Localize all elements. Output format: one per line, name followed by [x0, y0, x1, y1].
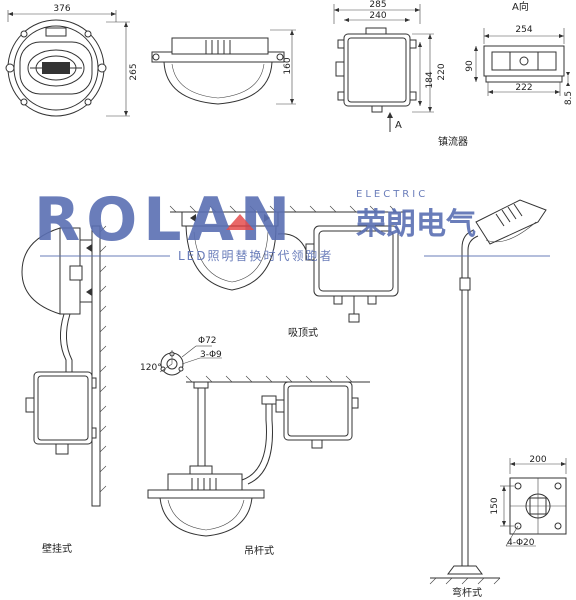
lamp-side-view: 160: [151, 29, 296, 105]
caption-wall: 壁挂式: [42, 542, 72, 555]
caption-ceiling: 吸顶式: [288, 326, 318, 339]
view-a: A向 254 90 222 8.5: [465, 0, 574, 105]
dim-376: 376: [53, 4, 70, 14]
brand-watermark: ROLAN ELECTRIC 荣朗电气 LED照明替换时代领跑者: [34, 185, 550, 263]
lamp-front-view: 376 265: [5, 4, 139, 117]
watermark-chinese: 荣朗电气: [356, 207, 476, 242]
dim-265: 265: [129, 63, 139, 80]
flange-detail: Φ72 3-Φ9 120°: [140, 336, 222, 376]
caption-bent-pole: 弯杆式: [452, 586, 482, 599]
dim-240: 240: [369, 11, 386, 21]
dim-flange-angle: 120°: [140, 363, 162, 373]
dim-base-holes: 4-Φ20: [507, 538, 535, 548]
dim-220: 220: [437, 63, 447, 80]
dim-flange-dia: Φ72: [198, 336, 217, 346]
dim-160: 160: [283, 57, 293, 74]
wall-mount-drawing: 壁挂式: [21, 225, 107, 555]
dim-285: 285: [369, 0, 386, 10]
arrow-a-label: A: [395, 120, 402, 131]
view-a-title: A向: [512, 0, 529, 13]
watermark-slogan: LED照明替换时代领跑者: [178, 249, 334, 263]
caption-pendant: 吊杆式: [244, 544, 274, 557]
ballast-box: 285 240 220 184 A 镇流器: [333, 0, 468, 148]
dim-222: 222: [515, 83, 532, 93]
bent-pole-drawing: 弯杆式: [429, 199, 547, 599]
dim-200: 200: [529, 455, 546, 465]
watermark-brand: ROLAN: [34, 185, 296, 255]
dim-flange-holes: 3-Φ9: [200, 350, 222, 360]
caption-ballast: 镇流器: [438, 135, 468, 148]
dim-90: 90: [465, 60, 475, 72]
watermark-electric: ELECTRIC: [356, 189, 428, 200]
dim-184: 184: [425, 71, 435, 88]
base-plate-detail: 200 150 4-Φ20: [490, 455, 567, 548]
dim-150: 150: [490, 497, 500, 514]
dim-254: 254: [515, 25, 532, 35]
dim-8-5: 8.5: [564, 91, 574, 105]
ceiling-mount-drawing: 吸顶式: [169, 205, 410, 339]
watermark-accent: [226, 214, 254, 230]
pendant-mount-drawing: 吊杆式: [147, 375, 370, 557]
